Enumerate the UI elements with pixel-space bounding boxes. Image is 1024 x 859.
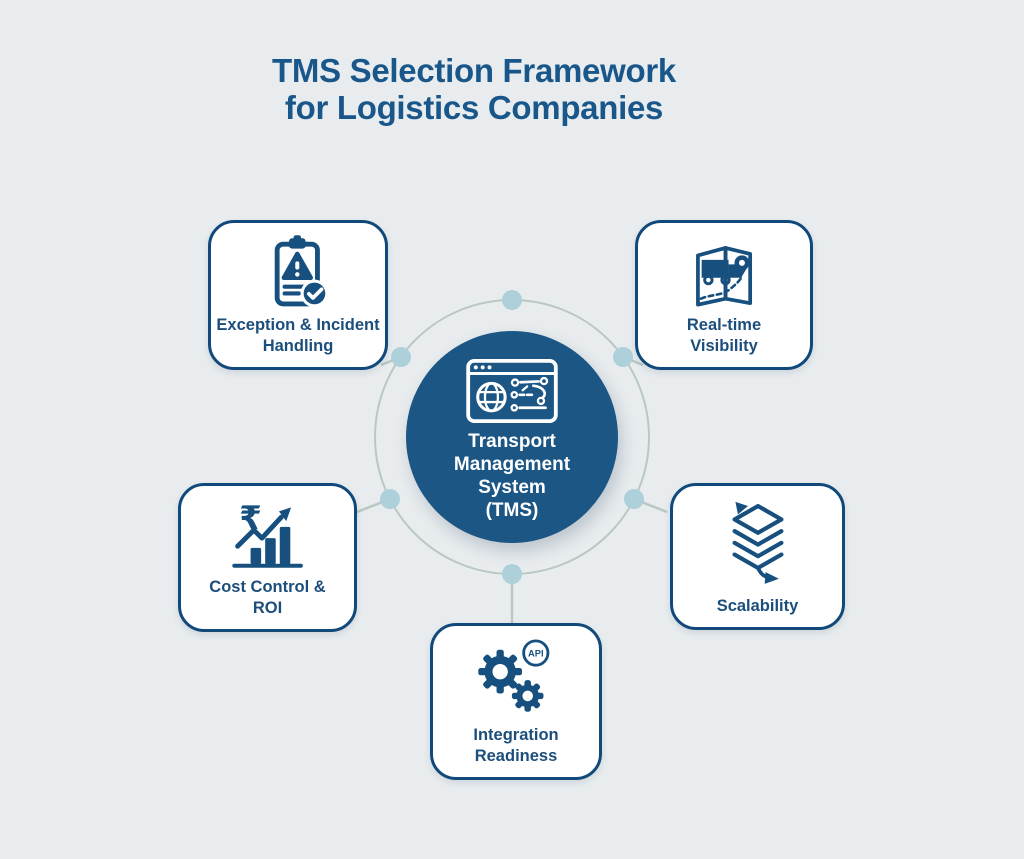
api-badge-text: API bbox=[528, 649, 544, 659]
node-exception-incident-handling: Exception & Incident Handling bbox=[208, 220, 388, 370]
clipboard-warning-check-icon bbox=[274, 235, 329, 308]
ring-dot bbox=[502, 290, 522, 310]
api-badge-circle bbox=[522, 639, 550, 667]
node-scalability: Scalability bbox=[670, 483, 845, 630]
map-truck-tracking-icon bbox=[696, 246, 752, 307]
ring-dot bbox=[624, 489, 644, 509]
ring-dot bbox=[380, 489, 400, 509]
tms-platform-icon bbox=[466, 359, 558, 423]
node-label: Integration Readiness bbox=[473, 726, 559, 765]
node-integration-readiness: API Integration Readiness bbox=[430, 623, 602, 780]
node-real-time-visibility: Real-time Visibility bbox=[635, 220, 813, 370]
ring-dot bbox=[613, 347, 633, 367]
page-title: TMS Selection Framework for Logistics Co… bbox=[272, 52, 676, 126]
node-label: Scalability bbox=[716, 596, 799, 615]
large-gear bbox=[478, 649, 523, 694]
growth-chart-rupee-icon: ₹ bbox=[232, 499, 303, 568]
stacked-layers-icon bbox=[731, 501, 784, 584]
small-gear bbox=[512, 680, 544, 712]
rupee-symbol: ₹ bbox=[239, 499, 262, 537]
node-label: Exception & Incident Handling bbox=[216, 316, 380, 355]
ring-dot bbox=[391, 347, 411, 367]
ring-dot bbox=[502, 564, 522, 584]
tms-center-label: Transport Management System (TMS) bbox=[453, 431, 571, 521]
node-label: Real-time Visibility bbox=[686, 316, 762, 355]
gears-api-icon: API bbox=[478, 639, 550, 712]
tms-center-node: Transport Management System (TMS) bbox=[406, 331, 618, 543]
node-cost-control-roi: ₹ Cost Control & ROI bbox=[178, 483, 357, 632]
node-label: Cost Control & ROI bbox=[209, 578, 326, 617]
